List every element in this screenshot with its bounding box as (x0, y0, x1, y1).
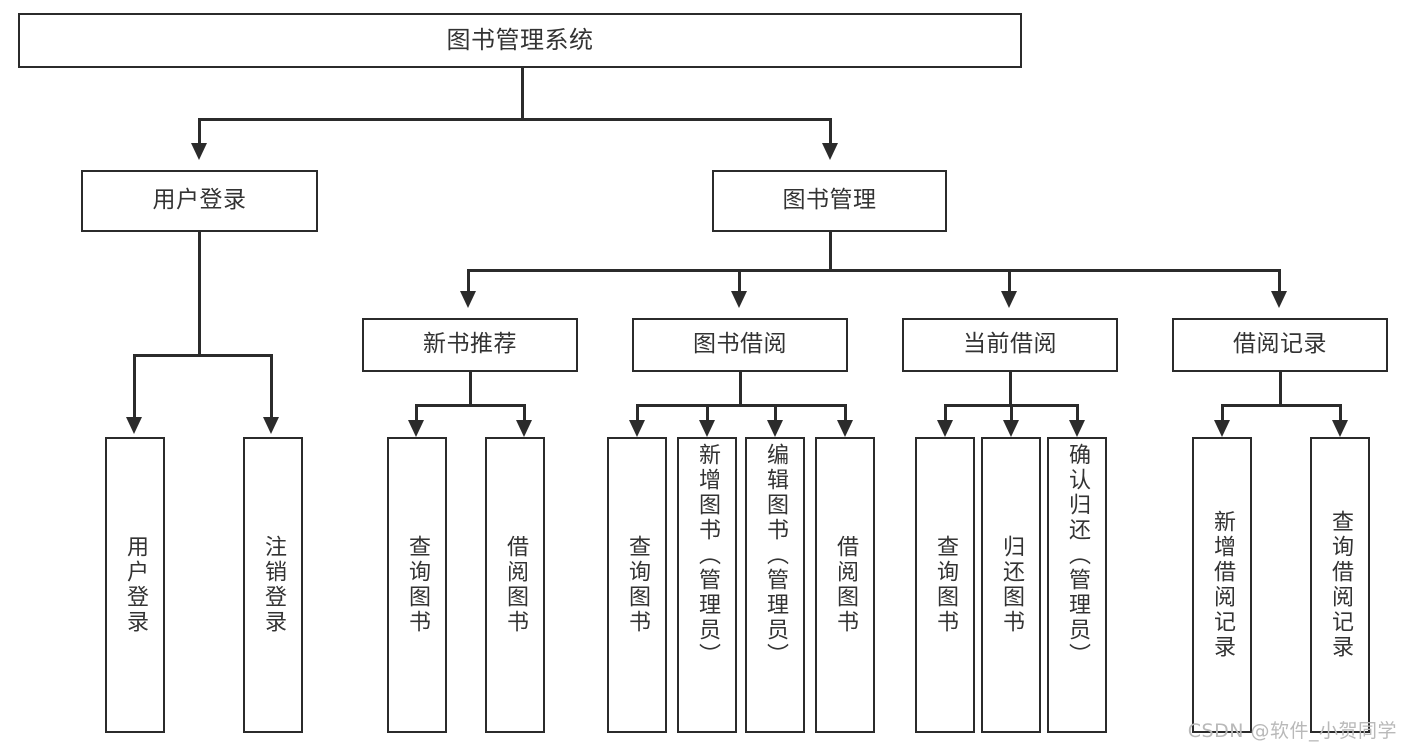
leaf-user-login-login[interactable]: 用户登录 (105, 437, 165, 733)
connector-to-book-management (829, 118, 832, 143)
connector-to-user-login (198, 118, 201, 143)
arrow-book-borrow-child-3 (767, 420, 783, 437)
leaf-current-borrow-return-book[interactable]: 归还图书 (981, 437, 1041, 733)
node-label: 查询图书 (625, 535, 650, 635)
arrow-current-borrow-child-2 (1003, 420, 1019, 437)
leaf-user-login-logout[interactable]: 注销登录 (243, 437, 303, 733)
arrow-current-borrow-child-1 (937, 420, 953, 437)
connector-borrow-record-child-1 (1221, 404, 1224, 420)
arrow-to-new-book (460, 291, 476, 308)
node-label: 编辑图书（管理员） (763, 443, 788, 668)
connector-new-book-child-1 (415, 404, 418, 420)
connector-new-book-bus (415, 404, 525, 407)
connector-current-borrow-child-3 (1076, 404, 1079, 420)
node-label: 借阅图书 (833, 535, 858, 635)
node-borrow-record[interactable]: 借阅记录 (1172, 318, 1388, 372)
connector-root-stem (521, 68, 524, 119)
node-book-borrow[interactable]: 图书借阅 (632, 318, 848, 372)
node-label: 新增借阅记录 (1210, 510, 1235, 660)
arrow-new-book-child-1 (408, 420, 424, 437)
leaf-borrow-record-add-record[interactable]: 新增借阅记录 (1192, 437, 1252, 733)
node-label: 图书管理系统 (446, 26, 594, 55)
arrow-to-borrow-record (1271, 291, 1287, 308)
connector-root-bus (198, 118, 832, 121)
connector-borrow-record-stem (1279, 372, 1282, 406)
node-user-login[interactable]: 用户登录 (81, 170, 318, 232)
connector-book-management-stem (829, 232, 832, 271)
node-new-book-recommend[interactable]: 新书推荐 (362, 318, 578, 372)
connector-borrow-record-bus (1221, 404, 1341, 407)
leaf-book-borrow-add-book-admin[interactable]: 新增图书（管理员） (677, 437, 737, 733)
connector-book-borrow-child-3 (774, 404, 777, 420)
node-current-borrow[interactable]: 当前借阅 (902, 318, 1118, 372)
node-label: 用户登录 (152, 187, 247, 214)
node-label: 确认归还（管理员） (1065, 443, 1090, 668)
leaf-book-borrow-edit-book-admin[interactable]: 编辑图书（管理员） (745, 437, 805, 733)
connector-borrow-record-child-2 (1339, 404, 1342, 420)
connector-current-borrow-stem (1009, 372, 1012, 406)
connector-current-borrow-child-1 (944, 404, 947, 420)
leaf-book-borrow-borrow-book[interactable]: 借阅图书 (815, 437, 875, 733)
node-label: 新增图书（管理员） (695, 443, 720, 668)
connector-new-book-child-2 (523, 404, 526, 420)
arrow-book-borrow-child-1 (629, 420, 645, 437)
arrow-to-book-management (822, 143, 838, 160)
node-label: 当前借阅 (963, 331, 1057, 358)
connector-new-book-stem (469, 372, 472, 406)
node-label: 注销登录 (261, 535, 286, 635)
node-label: 新书推荐 (423, 331, 517, 358)
connector-to-current-borrow (1008, 269, 1011, 291)
arrow-book-borrow-child-4 (837, 420, 853, 437)
arrow-to-current-borrow (1001, 291, 1017, 308)
arrow-to-user-login (191, 143, 207, 160)
node-label: 查询借阅记录 (1328, 510, 1353, 660)
arrow-user-login-child-2 (263, 417, 279, 434)
node-label: 查询图书 (933, 535, 958, 635)
leaf-borrow-record-query-record[interactable]: 查询借阅记录 (1310, 437, 1370, 733)
connector-book-borrow-bus (636, 404, 846, 407)
connector-user-login-stem (198, 232, 201, 356)
arrow-borrow-record-child-2 (1332, 420, 1348, 437)
leaf-book-borrow-query-book[interactable]: 查询图书 (607, 437, 667, 733)
connector-to-book-borrow (738, 269, 741, 291)
connector-user-login-child-1 (133, 354, 136, 417)
arrow-new-book-child-2 (516, 420, 532, 437)
node-label: 图书借阅 (693, 331, 787, 358)
leaf-current-borrow-confirm-return-admin[interactable]: 确认归还（管理员） (1047, 437, 1107, 733)
arrow-current-borrow-child-3 (1069, 420, 1085, 437)
arrow-borrow-record-child-1 (1214, 420, 1230, 437)
node-label: 借阅图书 (503, 535, 528, 635)
arrow-book-borrow-child-2 (699, 420, 715, 437)
connector-to-borrow-record (1278, 269, 1281, 291)
connector-current-borrow-child-2 (1010, 404, 1013, 420)
connector-to-new-book (467, 269, 470, 291)
connector-user-login-bus (133, 354, 270, 357)
connector-book-borrow-child-4 (844, 404, 847, 420)
connector-book-borrow-stem (739, 372, 742, 406)
leaf-current-borrow-query-book[interactable]: 查询图书 (915, 437, 975, 733)
node-label: 图书管理 (782, 187, 877, 214)
node-root-book-management-system[interactable]: 图书管理系统 (18, 13, 1022, 68)
node-label: 归还图书 (999, 535, 1024, 635)
node-label: 用户登录 (123, 535, 148, 635)
connector-user-login-child-2 (270, 354, 273, 417)
arrow-user-login-child-1 (126, 417, 142, 434)
arrow-to-book-borrow (731, 291, 747, 308)
node-book-management[interactable]: 图书管理 (712, 170, 947, 232)
connector-level3-bus (467, 269, 1281, 272)
leaf-new-book-borrow-book[interactable]: 借阅图书 (485, 437, 545, 733)
node-label: 借阅记录 (1233, 331, 1327, 358)
node-label: 查询图书 (405, 535, 430, 635)
connector-book-borrow-child-1 (636, 404, 639, 420)
connector-book-borrow-child-2 (706, 404, 709, 420)
leaf-new-book-query-book[interactable]: 查询图书 (387, 437, 447, 733)
